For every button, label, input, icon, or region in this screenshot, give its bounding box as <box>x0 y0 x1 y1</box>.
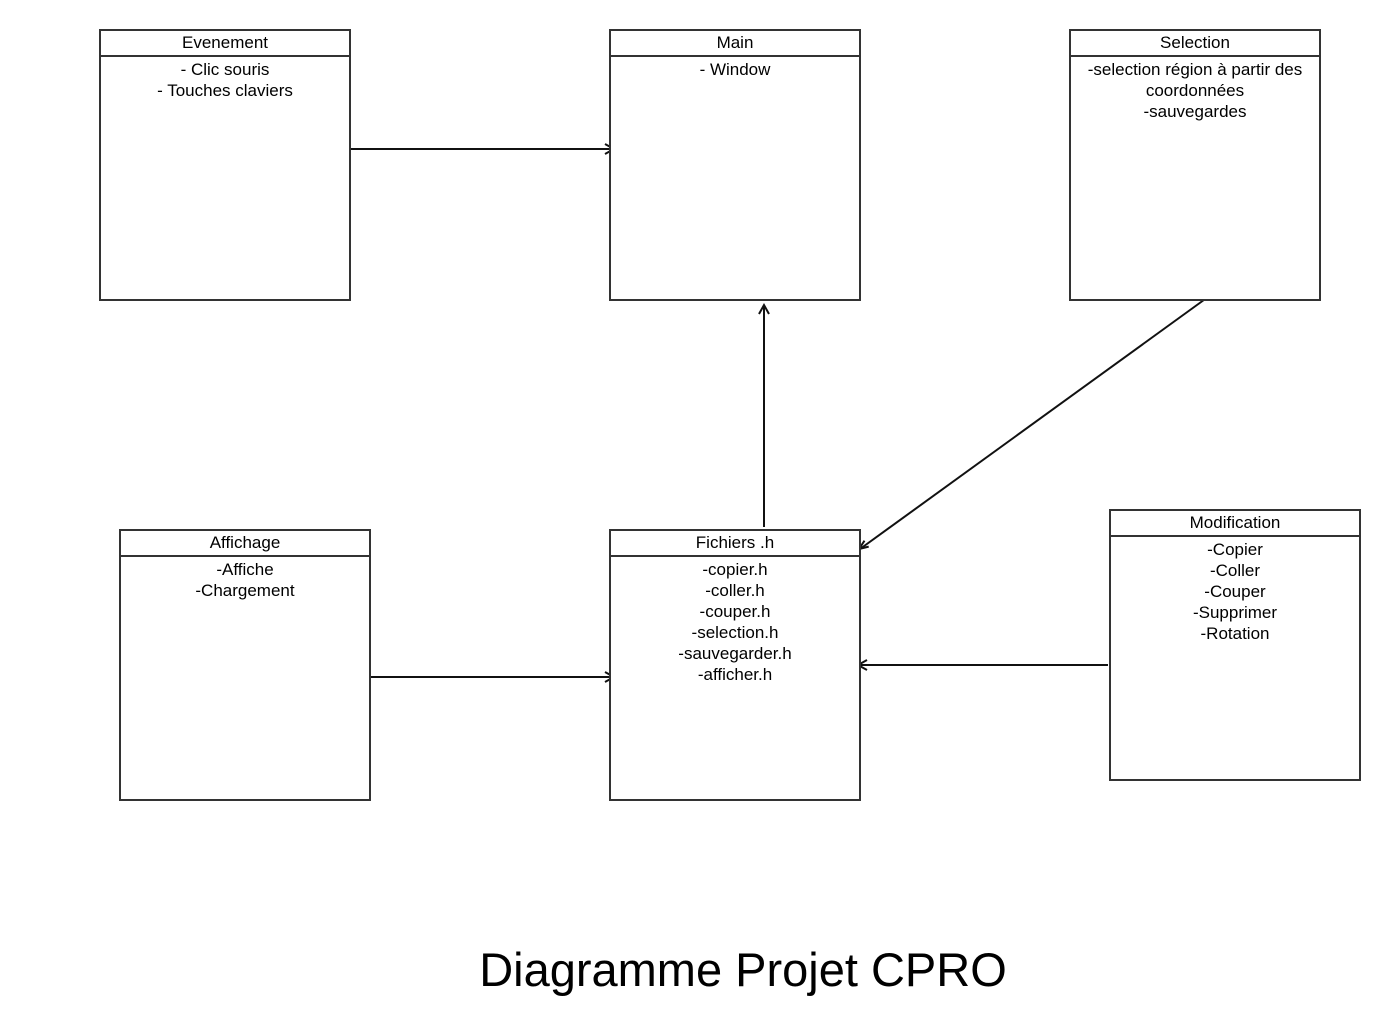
box-selection-item: coordonnées <box>1145 81 1245 100</box>
box-selection-item: -selection région à partir des <box>1087 60 1303 79</box>
box-modification-item: -Copier <box>1207 540 1263 559</box>
edge-selection-to-fichiers <box>859 296 1209 550</box>
box-fichiers-item: -selection.h <box>691 623 779 642</box>
box-evenement-title: Evenement <box>101 31 349 57</box>
box-modification-body: -Copier -Coller -Couper -Supprimer -Rota… <box>1111 537 1359 644</box>
box-modification-item: -Rotation <box>1200 624 1270 643</box>
box-fichiers-title: Fichiers .h <box>611 531 859 557</box>
box-fichiers-item: -afficher.h <box>697 665 773 684</box>
box-fichiers-item: -sauvegarder.h <box>678 644 792 663</box>
box-fichiers-item: -couper.h <box>699 602 771 621</box>
box-fichiers: Fichiers .h -copier.h -coller.h -couper.… <box>609 529 861 801</box>
box-selection: Selection -selection région à partir des… <box>1069 29 1321 301</box>
box-modification-title: Modification <box>1111 511 1359 537</box>
box-selection-item: -sauvegardes <box>1143 102 1247 121</box>
box-affichage-item: -Chargement <box>195 581 295 600</box>
box-main: Main - Window <box>609 29 861 301</box>
box-main-body: - Window <box>611 57 859 80</box>
box-main-item: - Window <box>699 60 771 79</box>
diagram-title: Diagramme Projet CPRO <box>479 943 1007 996</box>
box-affichage-title: Affichage <box>121 531 369 557</box>
box-evenement: Evenement - Clic souris - Touches clavie… <box>99 29 351 301</box>
box-fichiers-item: -coller.h <box>705 581 765 600</box>
box-modification-item: -Supprimer <box>1192 603 1278 622</box>
box-modification: Modification -Copier -Coller -Couper -Su… <box>1109 509 1361 781</box>
box-evenement-item: - Touches claviers <box>157 81 293 100</box>
box-fichiers-body: -copier.h -coller.h -couper.h -selection… <box>611 557 859 685</box>
box-main-title: Main <box>611 31 859 57</box>
box-fichiers-item: -copier.h <box>702 560 768 579</box>
box-evenement-item: - Clic souris <box>180 60 270 79</box>
box-affichage: Affichage -Affiche -Chargement <box>119 529 371 801</box>
box-evenement-body: - Clic souris - Touches claviers <box>101 57 349 101</box>
box-modification-item: -Coller <box>1209 561 1261 580</box>
box-selection-body: -selection région à partir des coordonné… <box>1071 57 1319 122</box>
box-affichage-item: -Affiche <box>216 560 274 579</box>
box-affichage-body: -Affiche -Chargement <box>121 557 369 601</box>
arrowhead-fichiers-to-main <box>758 302 770 315</box>
box-selection-title: Selection <box>1071 31 1319 57</box>
box-modification-item: -Couper <box>1204 582 1266 601</box>
